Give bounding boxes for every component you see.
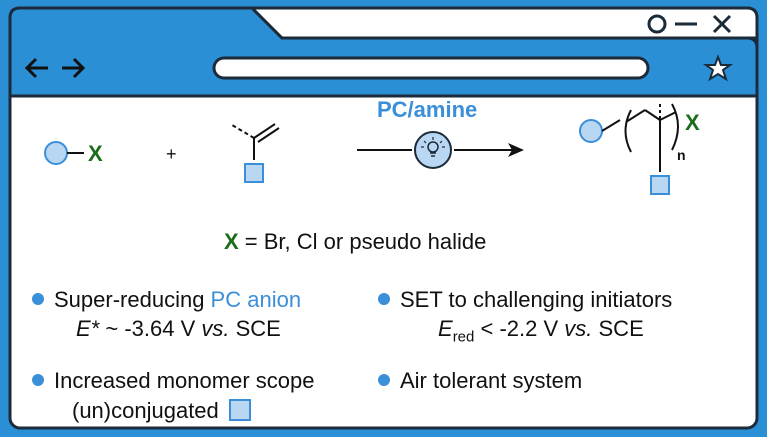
close-icon[interactable] <box>712 14 732 34</box>
bullet-3-text: Increased monomer scope <box>54 368 315 393</box>
potential-value: ~ -3.64 V <box>99 316 202 341</box>
forward-arrow-icon[interactable] <box>62 57 86 79</box>
bullet-dot <box>378 374 390 386</box>
bullet-dot <box>32 374 44 386</box>
bullet-1-potential: E* ~ -3.64 V vs. SCE <box>76 316 281 342</box>
halide-definition: X = Br, Cl or pseudo halide <box>224 229 486 255</box>
sce-label: SCE <box>229 316 281 341</box>
definition-text: = Br, Cl or pseudo halide <box>238 229 487 254</box>
bullet-1-accent: PC anion <box>210 287 302 312</box>
reagent-x-label: X <box>88 141 103 166</box>
vs-label: vs. <box>201 316 230 341</box>
bullet-4-text: Air tolerant system <box>400 368 583 393</box>
plus-sign: + <box>166 144 177 164</box>
bullet-3-detail: (un)conjugated <box>72 398 251 424</box>
product-x-label: X <box>685 110 700 135</box>
definition-x: X <box>224 229 239 254</box>
repeat-n-label: n <box>677 147 686 163</box>
circle-icon[interactable] <box>647 14 667 34</box>
bullet-super-reducing: Super-reducing PC anion <box>32 287 301 313</box>
vs-label: vs. <box>564 316 593 341</box>
star-icon[interactable] <box>702 54 734 82</box>
bullet-set-initiators: SET to challenging initiators <box>378 287 672 313</box>
unconjugated-label: (un)conjugated <box>72 398 219 423</box>
sce-label: SCE <box>592 316 644 341</box>
red-subscript: red <box>452 328 475 346</box>
bullet-dot <box>32 293 44 305</box>
e-symbol: E <box>438 316 453 341</box>
window-tab <box>248 6 759 40</box>
e-star-symbol: E* <box>76 316 100 341</box>
potential-value: < -2.2 V <box>474 316 565 341</box>
bullet-dot <box>378 293 390 305</box>
bullet-2-potential: Ered < -2.2 V vs. SCE <box>438 316 644 350</box>
monomer-structure <box>231 123 280 183</box>
bullet-monomer-scope: Increased monomer scope <box>32 368 314 394</box>
initiator-structure <box>44 141 84 165</box>
reaction-arrow <box>357 143 524 157</box>
bullet-2-text: SET to challenging initiators <box>400 287 673 312</box>
arrow-label: PC/amine <box>377 97 477 122</box>
monomer-square-icon <box>228 399 251 421</box>
address-bar[interactable] <box>212 56 650 80</box>
bullet-1-text: Super-reducing <box>54 287 211 312</box>
bullet-air-tolerant: Air tolerant system <box>378 368 582 394</box>
light-bulb-icon <box>414 131 452 169</box>
back-arrow-icon[interactable] <box>24 57 48 79</box>
polymer-structure <box>579 103 679 195</box>
